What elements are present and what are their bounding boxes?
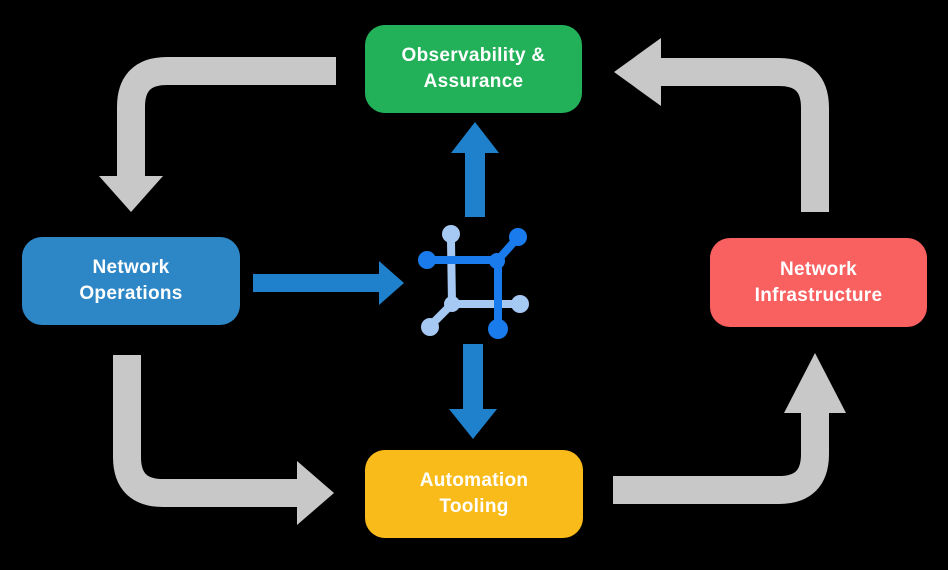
node-label-line: Infrastructure: [754, 284, 883, 306]
network-hub-icon: [418, 225, 529, 339]
cycle-arrow-shaft: [613, 413, 829, 504]
arrowhead-down-icon: [99, 176, 163, 212]
arrowhead-right-icon: [379, 261, 404, 305]
network-hub-icon-light: [421, 225, 529, 336]
cycle-arrow-automation-to-infrastructure: [613, 353, 846, 504]
network-hub-icon-dark: [418, 228, 527, 339]
cycle-arrow-operations-to-automation: [113, 355, 334, 525]
flow-arrow-hub-to-observability: [451, 122, 499, 217]
cycle-arrow-infrastructure-to-observability: [614, 38, 829, 212]
flow-arrow-operations-to-hub: [253, 261, 404, 305]
node-label-line: Tooling: [439, 496, 509, 517]
node-label-line: Network: [779, 258, 858, 280]
node-label-line: Operations: [79, 283, 183, 304]
node-automation-tooling: Automation Tooling: [365, 450, 583, 538]
cycle-arrow-observability-to-operations: [99, 57, 336, 212]
arrowhead-right-icon: [297, 461, 334, 525]
arrowhead-up-icon: [451, 122, 499, 153]
node-network-operations: Network Operations: [22, 237, 240, 325]
node-label-line: Network: [92, 257, 170, 278]
cycle-arrow-shaft: [661, 58, 829, 212]
arrowhead-up-icon: [784, 353, 846, 413]
flow-arrow-hub-to-automation: [449, 344, 497, 439]
arrowhead-down-icon: [449, 409, 497, 439]
node-label-line: Assurance: [423, 71, 524, 92]
arrowhead-left-icon: [614, 38, 661, 106]
cycle-arrow-shaft: [117, 57, 336, 178]
node-network-infrastructure: Network Infrastructure: [710, 238, 927, 327]
node-label-line: Automation: [419, 470, 529, 491]
node-label-line: Observability &: [401, 45, 546, 66]
node-observability-assurance: Observability & Assurance: [365, 25, 582, 113]
cycle-arrow-shaft: [113, 355, 297, 507]
